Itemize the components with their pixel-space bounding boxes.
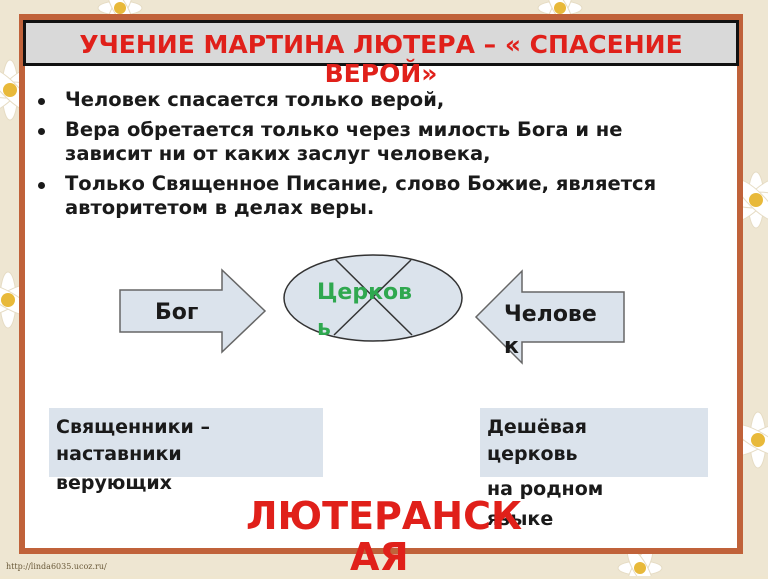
bullet-dot (38, 98, 45, 105)
cheap-church-box (480, 408, 708, 477)
person-label-line2: к (504, 334, 519, 359)
bullet-dot (38, 182, 45, 189)
priests-text-line1: Священники – (56, 416, 210, 438)
cheap-church-text-line2: церковь (487, 443, 578, 465)
priests-box (49, 408, 323, 477)
cheap-church-text-line4: языке (487, 508, 554, 530)
person-arrow (474, 269, 625, 365)
bullet-item: Человек спасается только верой, (38, 88, 708, 112)
person-label-line1: Челове (504, 302, 597, 327)
priests-text-line2: наставники (56, 443, 182, 465)
god-arrow (119, 268, 267, 354)
church-label-line1: Церков (317, 280, 413, 305)
cheap-church-text-line1: Дешёвая (487, 416, 587, 438)
bullet-text: Человек спасается только верой, (65, 88, 445, 111)
bullet-text: Вера обретается только через милость Бог… (65, 118, 623, 165)
bullet-item: Только Священное Писание, слово Божие, я… (38, 172, 708, 220)
bullet-dot (38, 128, 45, 135)
lutheran-title-line1: ЛЮТЕРАНСК (246, 494, 523, 538)
bullet-list: Человек спасается только верой, Вера обр… (38, 88, 708, 226)
watermark-url: http://linda6035.ucoz.ru/ (6, 562, 107, 571)
lutheran-title-line2: АЯ (350, 535, 409, 579)
god-label: Бог (155, 300, 199, 325)
bullet-item: Вера обретается только через милость Бог… (38, 118, 708, 166)
cross-line-2 (333, 259, 412, 336)
church-label-line2: ь (317, 316, 331, 341)
bullet-text: Только Священное Писание, слово Божие, я… (65, 172, 657, 219)
cheap-church-text-line3: на родном (487, 478, 604, 500)
page-title: УЧЕНИЕ МАРТИНА ЛЮТЕРА – « СПАСЕНИЕ ВЕРОЙ… (79, 30, 683, 88)
title-banner: УЧЕНИЕ МАРТИНА ЛЮТЕРА – « СПАСЕНИЕ ВЕРОЙ… (23, 20, 739, 88)
priests-text-line3: верующих (56, 472, 172, 494)
